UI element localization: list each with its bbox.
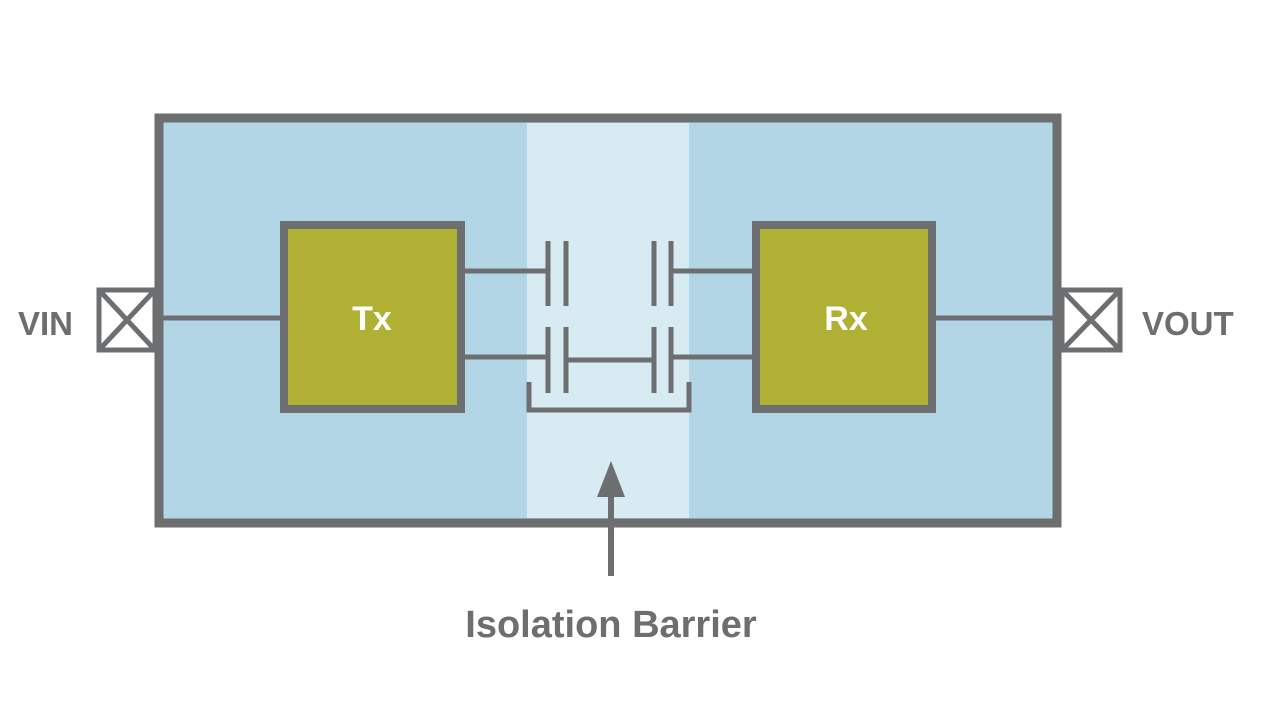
- vout-label: VOUT: [1142, 305, 1234, 342]
- capacitor-top-left: [545, 241, 569, 306]
- capacitor-bottom-right: [651, 327, 674, 393]
- vout-pin-icon: [1059, 287, 1123, 353]
- vin-pin-icon: [96, 287, 158, 353]
- barrier-label: Isolation Barrier: [465, 604, 757, 646]
- isolation-barrier-region: [527, 123, 689, 518]
- capacitors: [545, 241, 674, 393]
- tx-label: Tx: [352, 300, 392, 338]
- barrier-bracket: [526, 382, 692, 413]
- rx-label: Rx: [824, 300, 868, 338]
- tx-block: [280, 221, 465, 413]
- capacitor-bottom-left: [545, 327, 569, 393]
- rx-block: [752, 221, 936, 413]
- wires: [156, 268, 1060, 363]
- vin-label: VIN: [18, 305, 73, 342]
- capacitor-top-right: [651, 241, 674, 306]
- barrier-arrow-icon: [597, 461, 625, 576]
